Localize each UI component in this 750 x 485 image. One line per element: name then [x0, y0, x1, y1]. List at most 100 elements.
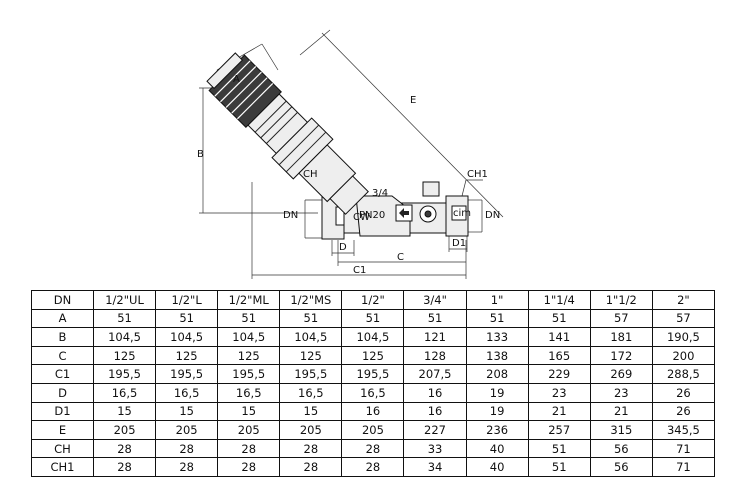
- table-cell: 16,5: [217, 382, 281, 403]
- table-cell: 125: [217, 345, 281, 366]
- table-cell: 28: [341, 457, 405, 477]
- table-cell: 269: [589, 364, 653, 384]
- dim-label-d1: D1: [452, 238, 466, 249]
- dim-label-dn-right: DN: [485, 210, 500, 221]
- column-header: 1"1/4: [527, 290, 591, 310]
- table-cell: 21: [527, 401, 591, 422]
- body-mark-pn: PN20: [359, 210, 385, 221]
- row-label-cell: A: [31, 308, 94, 329]
- table-cell: 133: [465, 327, 529, 347]
- table-cell: 15: [155, 401, 219, 422]
- table-cell: 104,5: [92, 327, 157, 347]
- table-cell: 125: [155, 345, 219, 366]
- table-cell: 195,5: [155, 364, 219, 384]
- table-cell: 16: [403, 382, 467, 403]
- dim-label-ch1: CH1: [467, 169, 488, 180]
- row-label-cell: C1: [31, 364, 94, 384]
- table-cell: 71: [651, 457, 716, 477]
- row-label-cell: CH: [31, 438, 94, 459]
- table-cell: 19: [465, 382, 529, 403]
- table-cell: 23: [589, 382, 653, 403]
- dimensions-table: DN 1/2"UL 1/2"L 1/2"ML 1/2"MS 1/2" 3/4" …: [31, 290, 716, 477]
- table-cell: 40: [465, 438, 529, 459]
- table-cell: 16,5: [341, 382, 405, 403]
- table-cell: 195,5: [92, 364, 157, 384]
- table-cell: 16: [341, 401, 405, 422]
- table-cell: 15: [92, 401, 157, 422]
- valve-technical-drawing: CW PN20 3/4 cim A B E CH CH1 DN DN D D1 …: [197, 29, 504, 279]
- table-cell: 51: [527, 457, 591, 477]
- table-cell: 51: [92, 308, 157, 329]
- table-cell: 141: [527, 327, 591, 347]
- dim-label-d: D: [339, 242, 347, 253]
- table-cell: 28: [279, 438, 343, 459]
- table-cell: 15: [217, 401, 281, 422]
- table-cell: 208: [465, 364, 529, 384]
- table-cell: 104,5: [279, 327, 343, 347]
- column-header: 1": [465, 290, 529, 310]
- table-cell: 345,5: [651, 420, 716, 440]
- table-cell: 16,5: [92, 382, 157, 403]
- table-cell: 51: [279, 308, 343, 329]
- table-cell: 125: [92, 345, 157, 366]
- table-cell: 227: [403, 420, 467, 440]
- table-cell: 51: [403, 308, 467, 329]
- table-cell: 200: [651, 345, 716, 366]
- body-mark-cw: CW: [353, 212, 370, 223]
- valve-handle: [206, 52, 369, 215]
- column-header: 1/2"UL: [92, 290, 157, 310]
- body-mark-size: 3/4: [372, 188, 388, 199]
- table-cell: 28: [341, 438, 405, 459]
- table-cell: 104,5: [341, 327, 405, 347]
- dim-label-c: C: [397, 252, 404, 263]
- table-cell: 205: [217, 420, 281, 440]
- table-cell: 56: [589, 457, 653, 477]
- table-cell: 28: [92, 457, 157, 477]
- table-cell: 51: [527, 438, 591, 459]
- row-label-cell: C: [31, 345, 94, 366]
- table-cell: 40: [465, 457, 529, 477]
- column-header: 2": [651, 290, 716, 310]
- dim-label-a: A: [233, 74, 240, 85]
- table-cell: 128: [403, 345, 467, 366]
- table-cell: 121: [403, 327, 467, 347]
- row-label-cell: D: [31, 382, 94, 403]
- table-cell: 257: [527, 420, 591, 440]
- dim-label-b: B: [197, 149, 204, 160]
- dim-label-c1: C1: [353, 265, 366, 276]
- table-cell: 125: [279, 345, 343, 366]
- table-cell: 19: [465, 401, 529, 422]
- table-cell: 207,5: [403, 364, 467, 384]
- column-header: DN: [31, 290, 94, 310]
- table-cell: 195,5: [341, 364, 405, 384]
- dimension-lines: [199, 29, 504, 279]
- table-cell: 205: [155, 420, 219, 440]
- table-cell: 23: [527, 382, 591, 403]
- table-cell: 190,5: [651, 327, 716, 347]
- column-header: 1/2"L: [155, 290, 219, 310]
- table-cell: 16: [403, 401, 467, 422]
- table-cell: 16,5: [279, 382, 343, 403]
- table-cell: 56: [589, 438, 653, 459]
- table-cell: 51: [341, 308, 405, 329]
- column-header: 1/2"MS: [279, 290, 343, 310]
- dim-label-dn-left: DN: [283, 210, 298, 221]
- table-cell: 21: [589, 401, 653, 422]
- table-cell: 28: [217, 457, 281, 477]
- table-cell: 195,5: [217, 364, 281, 384]
- table-cell: 51: [155, 308, 219, 329]
- table-cell: 205: [279, 420, 343, 440]
- table-cell: 138: [465, 345, 529, 366]
- table-cell: 51: [527, 308, 591, 329]
- column-header: 1"1/2: [589, 290, 653, 310]
- table-cell: 34: [403, 457, 467, 477]
- table-cell: 236: [465, 420, 529, 440]
- table-cell: 16,5: [155, 382, 219, 403]
